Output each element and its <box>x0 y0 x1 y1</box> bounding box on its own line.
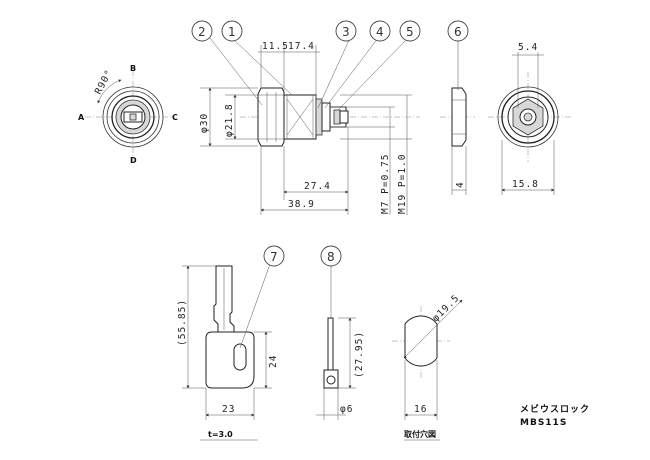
callout-6: 6 <box>454 25 462 39</box>
dim-phi30: φ30 <box>199 113 210 133</box>
cutout-dim-phi19-5: φ19.5 <box>430 293 462 325</box>
cutout-caption: 取付穴図 <box>404 429 436 439</box>
dim-38-9: 38.9 <box>288 199 315 210</box>
callout-1: 1 <box>228 25 236 39</box>
end-dim-15-8: 15.8 <box>512 179 539 190</box>
thread-m7-label: M7 P=0.75 <box>380 154 391 214</box>
key-thickness-label: t=3.0 <box>208 430 233 439</box>
dim-11-5: 11.5 <box>262 41 289 52</box>
callout-4: 4 <box>376 25 384 39</box>
callout-8: 8 <box>327 250 335 264</box>
position-label-d: D <box>130 156 137 165</box>
dim-phi21-8: φ21.8 <box>224 103 235 137</box>
key-dim-23: 23 <box>222 404 235 415</box>
dim-17-4: 17.4 <box>288 41 315 52</box>
callout-2: 2 <box>198 25 206 39</box>
key-dim-24: 24 <box>268 355 279 368</box>
dim-27-4: 27.4 <box>304 181 331 192</box>
side-view: 11.5 17.4 φ30 φ21.8 27.4 38.9 M7 P=0.75 … <box>199 41 420 215</box>
rotation-angle-label: R90° <box>93 68 115 97</box>
thread-m19-label: M19 P=1.0 <box>397 154 408 214</box>
position-label-a: A <box>78 113 85 122</box>
pin-view: (27.95) φ6 8 <box>316 245 365 420</box>
cutout-dim-16: 16 <box>414 404 427 415</box>
title-block: メビウスロック MBS11S <box>520 403 590 428</box>
pin-dim-phi6: φ6 <box>340 404 353 415</box>
nut-view: 4 <box>440 87 475 195</box>
callout-5: 5 <box>406 25 414 39</box>
product-model: MBS11S <box>520 418 567 428</box>
callout-3: 3 <box>342 25 350 39</box>
callout-7: 7 <box>270 250 278 264</box>
position-label-c: C <box>172 113 178 122</box>
end-dim-5-4: 5.4 <box>518 42 538 53</box>
key-view: (55.85) 24 23 t=3.0 7 <box>177 245 285 441</box>
nut-dim-4: 4 <box>455 181 466 188</box>
front-view: R90° A B C D <box>78 64 178 165</box>
key-dim-55-85: (55.85) <box>177 299 188 346</box>
callouts-top: 2 1 3 4 5 6 <box>191 20 469 111</box>
position-label-b: B <box>130 64 136 73</box>
end-view: 5.4 15.8 <box>488 42 572 195</box>
pin-dim-27-95: (27.95) <box>354 331 365 378</box>
cutout-view: φ19.5 16 取付穴図 <box>392 293 463 441</box>
product-name: メビウスロック <box>520 403 590 415</box>
